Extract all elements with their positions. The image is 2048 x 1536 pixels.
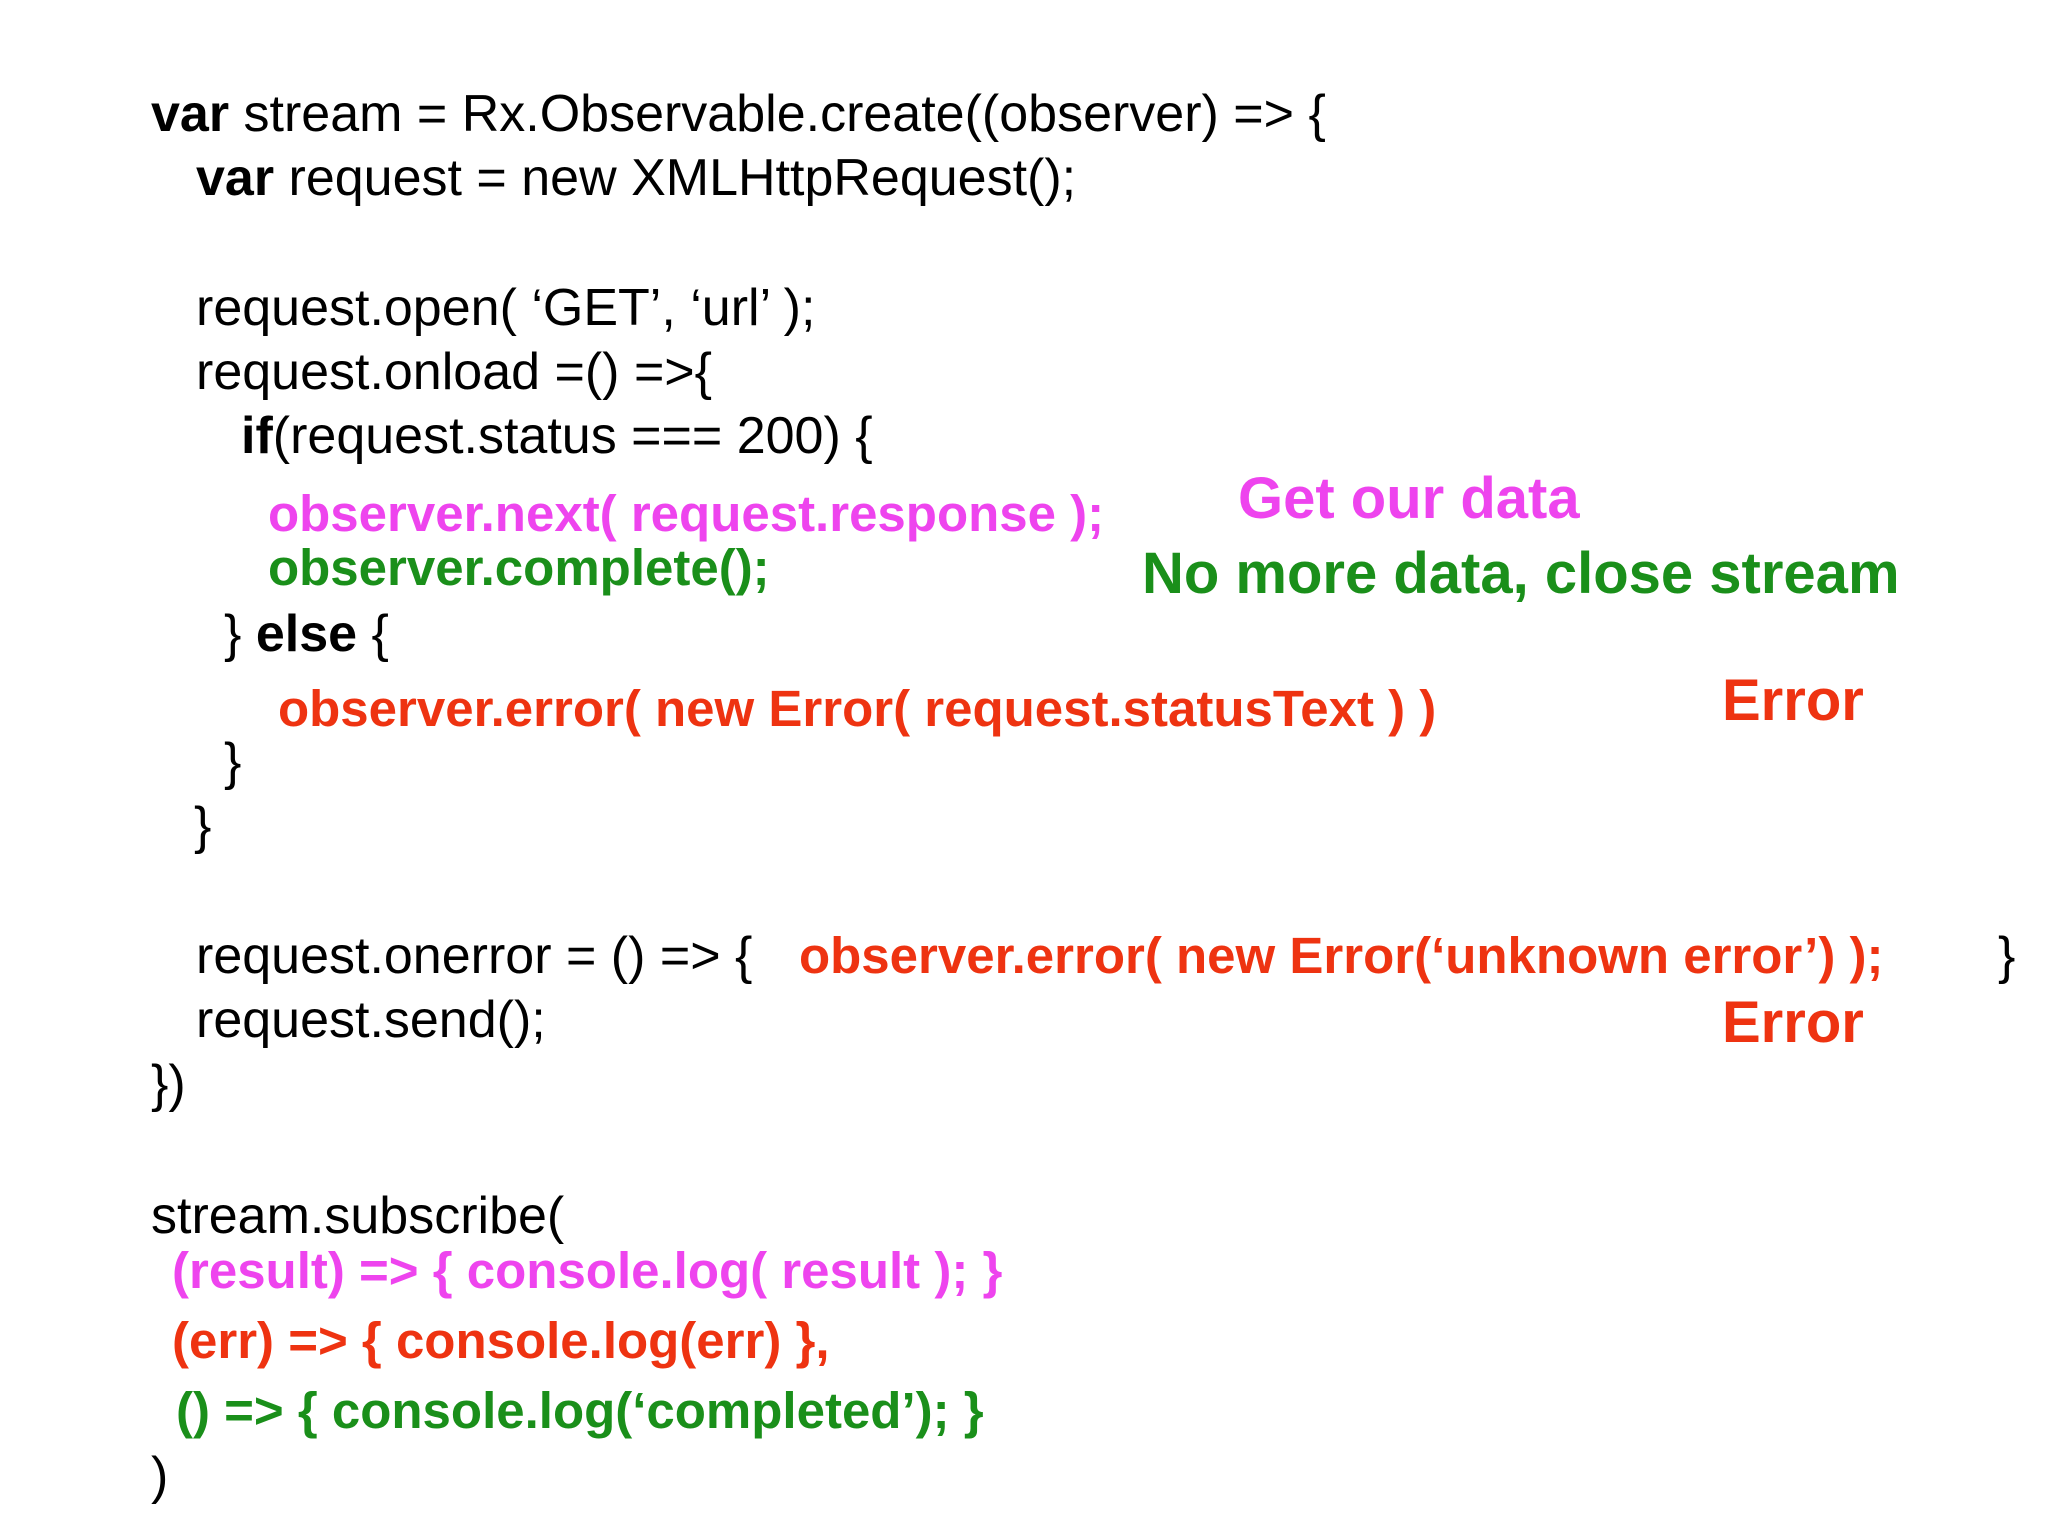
code-line-subscribe-result: (result) => { console.log( result ); } [172, 1242, 1003, 1299]
code-line-request-new: var request = new XMLHttpRequest(); [196, 152, 1076, 204]
annotation-error: Error [1722, 990, 1864, 1055]
code-line-stream-subscribe: stream.subscribe( [151, 1187, 565, 1245]
annotation-get-data: Get our data [1238, 466, 1580, 531]
code-line-close-brace: } [194, 797, 212, 855]
code-line-stream-create: var stream = Rx.Observable.create((obser… [151, 88, 1326, 140]
code-line-if-status: if(request.status === 200) { [241, 410, 873, 462]
code-line-observer-complete: observer.complete(); [268, 539, 770, 596]
code-line-observer-error-status: observer.error( new Error( request.statu… [278, 680, 1437, 737]
code-text: } [224, 605, 256, 663]
code-line-subscribe-end: ) [151, 1447, 169, 1505]
code-line-observer-error-unknown: observer.error( new Error(‘unknown error… [799, 927, 1884, 984]
code-line-create-end: }) [151, 1055, 186, 1113]
code-line-onerror-close-brace: } [1998, 927, 2016, 985]
code-text: { [357, 605, 389, 663]
code-line-request-onerror: request.onerror = () => { [196, 930, 752, 982]
code-line-observer-next: observer.next( request.response ); [268, 485, 1105, 542]
code-text: request = new XMLHttpRequest(); [274, 149, 1077, 207]
code-line-request-onload: request.onload =() =>{ [196, 343, 713, 401]
code-line-subscribe-err: (err) => { console.log(err) }, [172, 1312, 830, 1369]
annotation-no-more-data: No more data, close stream [1142, 541, 1900, 606]
annotation-error: Error [1722, 668, 1864, 733]
keyword-else: else [255, 605, 358, 663]
code-text: (request.status === 200) { [272, 407, 873, 465]
code-line-subscribe-completed: () => { console.log(‘completed’); } [176, 1382, 984, 1439]
keyword-var: var [196, 149, 275, 207]
keyword-var: var [151, 85, 230, 143]
code-line-close-brace: } [224, 733, 242, 791]
code-line-request-open: request.open( ‘GET’, ‘url’ ); [196, 279, 816, 337]
code-text: stream = Rx.Observable.create((observer)… [229, 85, 1326, 143]
code-line-else: } else { [224, 608, 389, 660]
code-line-request-send: request.send(); [196, 991, 546, 1049]
keyword-if: if [241, 407, 273, 465]
code-text: request.onerror = () => { [196, 927, 753, 985]
